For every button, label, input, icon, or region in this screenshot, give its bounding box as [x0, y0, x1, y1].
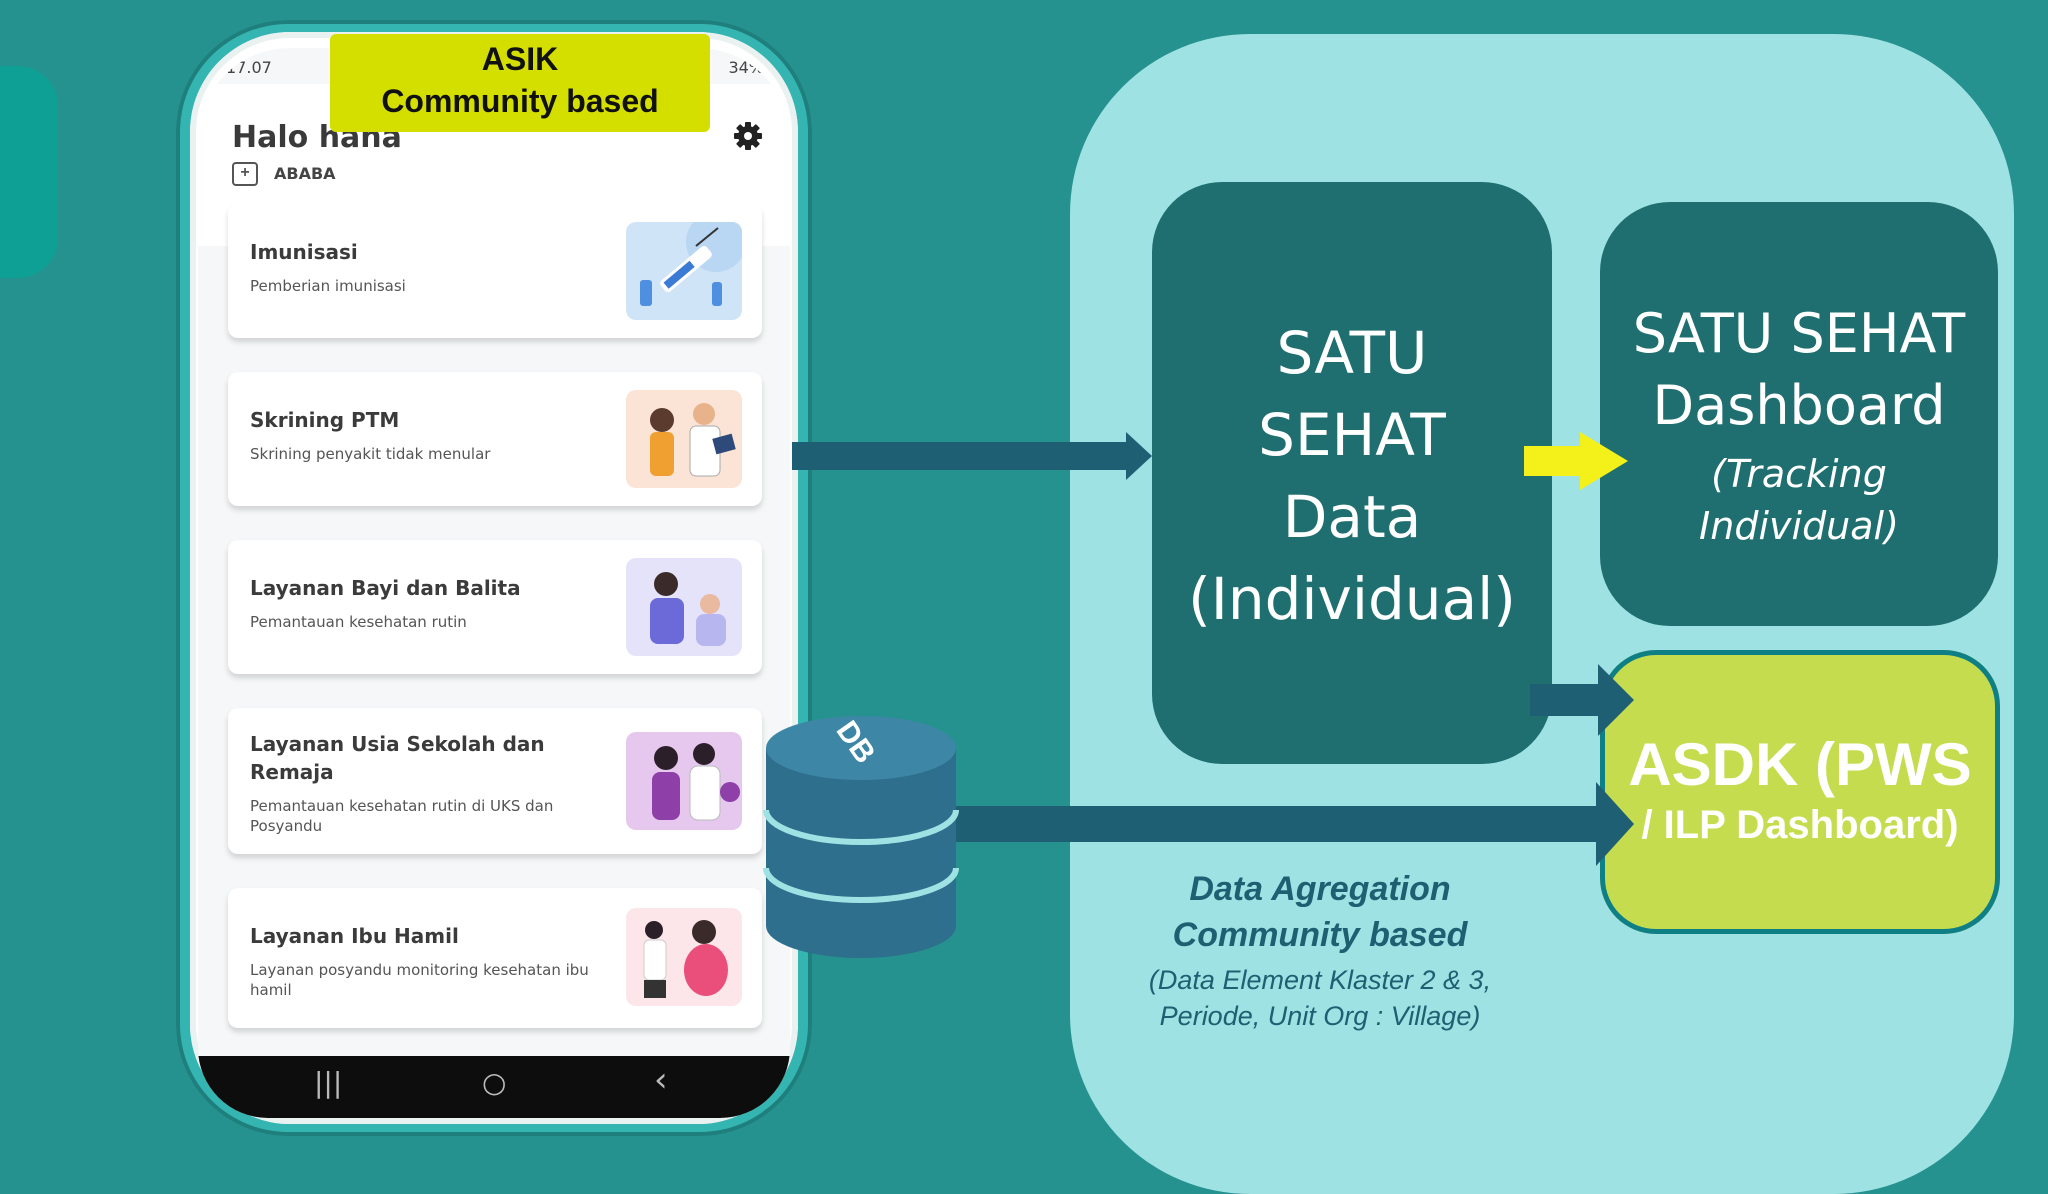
asdk-subtitle: / ILP Dashboard) [1641, 803, 1959, 847]
dashboard-title-line1: SATU SEHAT [1632, 302, 1966, 365]
gear-icon[interactable] [728, 116, 768, 156]
recents-icon[interactable]: ||| [314, 1066, 343, 1099]
satu-sehat-data-line4: (Individual) [1188, 565, 1516, 633]
card-imunisasi[interactable]: Imunisasi Pemberian imunisasi [228, 204, 762, 338]
card-skrining-ptm[interactable]: Skrining PTM Skrining penyakit tidak men… [228, 372, 762, 506]
pregnant-mother-illustration-icon [626, 908, 742, 1006]
vaccine-illustration-icon [626, 222, 742, 320]
satu-sehat-dashboard-box: SATU SEHAT Dashboard (Tracking Individua… [1600, 202, 1998, 626]
asik-label-line1: ASIK [481, 41, 559, 77]
medical-cross-icon: + [232, 162, 258, 186]
phone-screen: 17.07 34% Halo hana + ABABA Imunisasi Pe… [198, 48, 790, 1118]
back-icon[interactable]: ‹ [654, 1060, 668, 1100]
card-subtitle: Skrining penyakit tidak menular [250, 445, 491, 463]
teenagers-illustration-icon [626, 732, 742, 830]
satu-sehat-data-box: SATU SEHAT Data (Individual) [1152, 182, 1552, 764]
status-bar: 17.07 34% [198, 48, 790, 84]
doctors-illustration-icon [626, 390, 742, 488]
status-battery: 34% [728, 58, 764, 77]
caption-line2: Community based [1172, 916, 1468, 954]
card-title: Skrining PTM [250, 408, 400, 432]
android-nav-bar: ||| ○ ‹ [198, 1056, 790, 1118]
org-name: ABABA [274, 164, 336, 183]
card-title: Imunisasi [250, 240, 358, 264]
satu-sehat-data-line2: SEHAT [1258, 401, 1446, 469]
asik-label: ASIK Community based [330, 34, 710, 132]
dashboard-subtitle-line1: (Tracking [1711, 452, 1887, 496]
satu-sehat-data-line1: SATU [1276, 319, 1428, 387]
aggregation-caption: Data Agregation Community based (Data El… [1110, 866, 1530, 1034]
asik-label-line2: Community based [381, 83, 659, 119]
parent-child-illustration-icon [626, 558, 742, 656]
card-title: Layanan Usia Sekolah dan Remaja [250, 732, 545, 784]
asdk-title: ASDK (PWS [1628, 731, 1972, 798]
satu-sehat-data-line3: Data [1282, 483, 1422, 551]
dashboard-title-line2: Dashboard [1652, 374, 1946, 437]
card-subtitle: Pemantauan kesehatan rutin [250, 613, 467, 631]
card-usia-sekolah-remaja[interactable]: Layanan Usia Sekolah dan Remaja Pemantau… [228, 708, 762, 854]
card-subtitle: Layanan posyandu monitoring kesehatan ib… [250, 961, 589, 999]
card-bayi-balita[interactable]: Layanan Bayi dan Balita Pemantauan keseh… [228, 540, 762, 674]
left-decorative-tab [0, 66, 58, 278]
card-subtitle: Pemantauan kesehatan rutin di UKS dan Po… [250, 797, 554, 835]
asdk-dashboard-box: ASDK (PWS / ILP Dashboard) [1600, 650, 2000, 934]
status-time: 17.07 [226, 58, 272, 77]
card-subtitle: Pemberian imunisasi [250, 277, 406, 295]
caption-line3: (Data Element Klaster 2 & 3, [1148, 965, 1492, 995]
home-icon[interactable]: ○ [482, 1066, 507, 1099]
card-ibu-hamil[interactable]: Layanan Ibu Hamil Layanan posyandu monit… [228, 888, 762, 1028]
card-title: Layanan Bayi dan Balita [250, 576, 521, 600]
caption-line1: Data Agregation [1189, 870, 1451, 908]
card-title: Layanan Ibu Hamil [250, 924, 459, 948]
dashboard-subtitle-line2: Individual) [1699, 504, 1899, 548]
caption-line4: Periode, Unit Org : Village) [1159, 1001, 1481, 1031]
db-label: DB [830, 715, 882, 769]
